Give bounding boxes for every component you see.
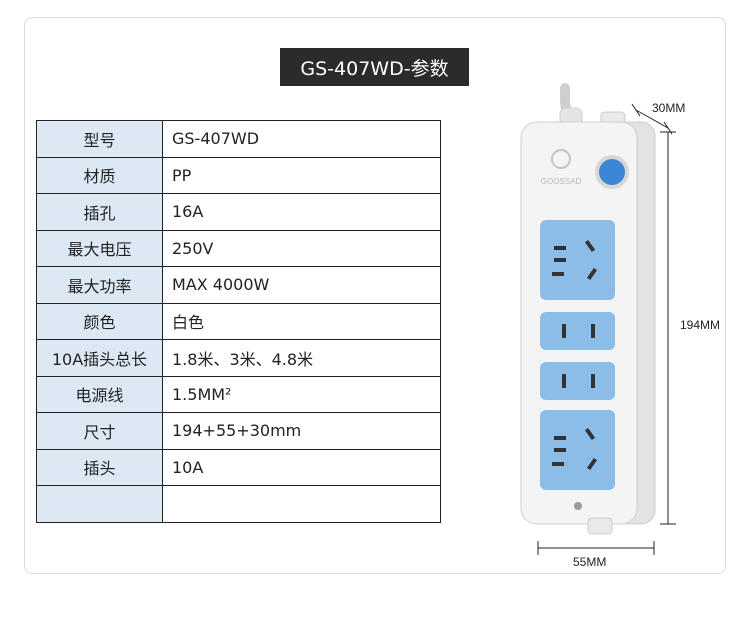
socket-pin-hole [552, 462, 564, 466]
socket-panel-4 [540, 410, 615, 490]
socket-pin-hole [554, 258, 566, 262]
socket-panel-3 [540, 362, 615, 400]
spec-label: 最大功率 [36, 266, 163, 304]
socket-pin-hole [584, 427, 596, 441]
page-title: GS-407WD-参数 [280, 48, 469, 86]
depth-dimension-tick [631, 103, 641, 117]
spec-value: 1.5MM² [162, 375, 441, 413]
spec-label [36, 485, 163, 523]
spec-value: 194+55+30mm [162, 412, 441, 450]
socket-panel-1 [540, 220, 615, 300]
socket-pin-hole [584, 239, 596, 253]
socket-pin-hole [586, 457, 598, 471]
socket-pin-hole [554, 436, 566, 440]
spec-value: 250V [162, 229, 441, 267]
spec-value: GS-407WD [162, 120, 441, 158]
spec-label: 插孔 [36, 193, 163, 231]
spec-value: 16A [162, 193, 441, 231]
socket-pin-hole [591, 324, 595, 338]
spec-label: 颜色 [36, 302, 163, 340]
spec-value [162, 485, 441, 523]
brand-logo-icon [551, 149, 571, 169]
socket-pin-hole [562, 324, 566, 338]
brand-text: GOOSSAD [541, 177, 582, 186]
spec-label: 最大电压 [36, 229, 163, 267]
table-row: 插孔 16A [36, 193, 441, 231]
socket-pin-hole [554, 448, 566, 452]
table-row: 材质 PP [36, 156, 441, 194]
height-dimension-label: 194MM [680, 318, 721, 332]
table-row: 电源线 1.5MM² [36, 375, 441, 413]
width-dimension-label: 55MM [573, 555, 607, 569]
socket-pin-hole [586, 267, 598, 281]
spec-value: MAX 4000W [162, 266, 441, 304]
depth-dimension-label: 30MM [652, 101, 686, 115]
table-row: 最大电压 250V [36, 229, 441, 267]
table-row: 10A插头总长 1.8米、3米、4.8米 [36, 339, 441, 377]
socket-pin-hole [552, 272, 564, 276]
table-row: 最大功率 MAX 4000W [36, 266, 441, 304]
table-row: 尺寸 194+55+30mm [36, 412, 441, 450]
socket-panel-2 [540, 312, 615, 350]
table-row: 型号 GS-407WD [36, 120, 441, 158]
spec-label: 电源线 [36, 375, 163, 413]
power-switch-button [599, 159, 625, 185]
spec-label: 材质 [36, 156, 163, 194]
table-row: 颜色 白色 [36, 302, 441, 340]
bottom-mount-tab [587, 517, 613, 535]
socket-pin-hole [554, 246, 566, 250]
spec-label: 10A插头总长 [36, 339, 163, 377]
indicator-light [574, 502, 582, 510]
spec-value: 白色 [162, 302, 441, 340]
depth-dimension-line [635, 109, 669, 129]
spec-value: PP [162, 156, 441, 194]
table-row [36, 485, 441, 523]
spec-table: 型号 GS-407WD 材质 PP 插孔 16A 最大电压 250V 最大功率 … [36, 120, 441, 523]
socket-pin-hole [591, 374, 595, 388]
socket-pin-hole [562, 374, 566, 388]
